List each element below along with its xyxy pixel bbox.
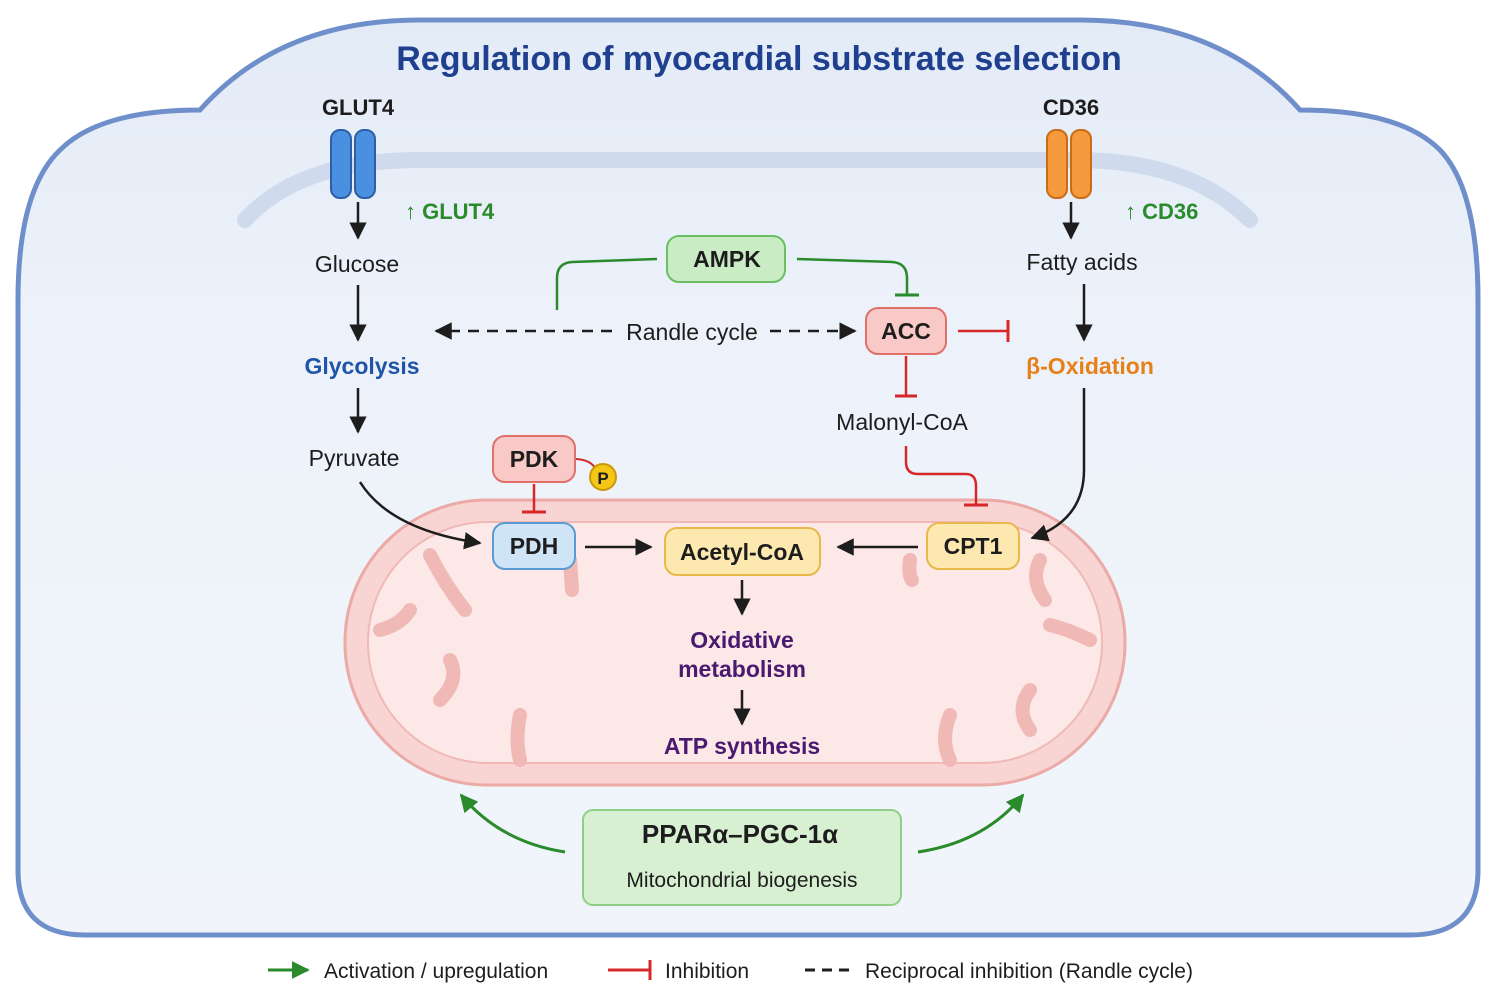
- cd36-label: CD36: [1043, 95, 1099, 120]
- mitochondrion: [343, 498, 1127, 787]
- ampk-node: [666, 235, 786, 283]
- cd36-transporter-icon: [1046, 129, 1092, 199]
- acetyl-coa-node: [664, 527, 821, 576]
- malonyl-coa-label: Malonyl-CoA: [836, 409, 968, 435]
- legend-reciprocal: Reciprocal inhibition (Randle cycle): [865, 960, 1193, 983]
- ppar-subtitle: Mitochondrial biogenesis: [626, 869, 857, 892]
- acetyl-coa-label: Acetyl-CoA: [680, 539, 804, 565]
- atp-synthesis-label: ATP synthesis: [664, 733, 820, 759]
- ppar-box: [582, 809, 902, 906]
- pdh-label: PDH: [510, 533, 559, 559]
- ppar-arrow-right: [917, 793, 1025, 854]
- ppar-arrow-left: [459, 793, 566, 854]
- diagram-title: Regulation of myocardial substrate selec…: [396, 40, 1122, 78]
- pdk-node: [492, 435, 576, 483]
- membrane-band: [237, 152, 1258, 228]
- legend-inhibition: Inhibition: [665, 960, 749, 983]
- pdk-label: PDK: [510, 446, 559, 472]
- legend-activation: Activation / upregulation: [324, 960, 548, 983]
- oxidative-label-line2: metabolism: [678, 656, 806, 682]
- beta-oxidation-label: β-Oxidation: [1026, 353, 1154, 379]
- cd36-upregulation: ↑ CD36: [1125, 199, 1198, 224]
- glycolysis-label: Glycolysis: [304, 353, 419, 379]
- acc-node: [865, 307, 947, 355]
- glucose-label: Glucose: [315, 251, 399, 277]
- ampk-label: AMPK: [693, 246, 761, 272]
- cpt1-node: [926, 522, 1020, 570]
- glut4-transporter-icon: [330, 129, 376, 199]
- randle-cycle-label: Randle cycle: [626, 319, 758, 345]
- legend: Activation / upregulation Inhibition Rec…: [268, 960, 1193, 983]
- glut4-upregulation: ↑ GLUT4: [405, 199, 495, 224]
- fatty-acids-label: Fatty acids: [1026, 249, 1137, 275]
- pdh-node: [492, 522, 576, 570]
- ppar-title: PPARα–PGC-1α: [642, 819, 838, 849]
- phosphate-icon: [589, 463, 617, 491]
- acc-label: ACC: [881, 318, 931, 344]
- glut4-label: GLUT4: [322, 95, 395, 120]
- pyruvate-label: Pyruvate: [309, 445, 400, 471]
- phosphate-label: P: [597, 469, 608, 488]
- cpt1-label: CPT1: [944, 533, 1003, 559]
- oxidative-label-line1: Oxidative: [690, 627, 794, 653]
